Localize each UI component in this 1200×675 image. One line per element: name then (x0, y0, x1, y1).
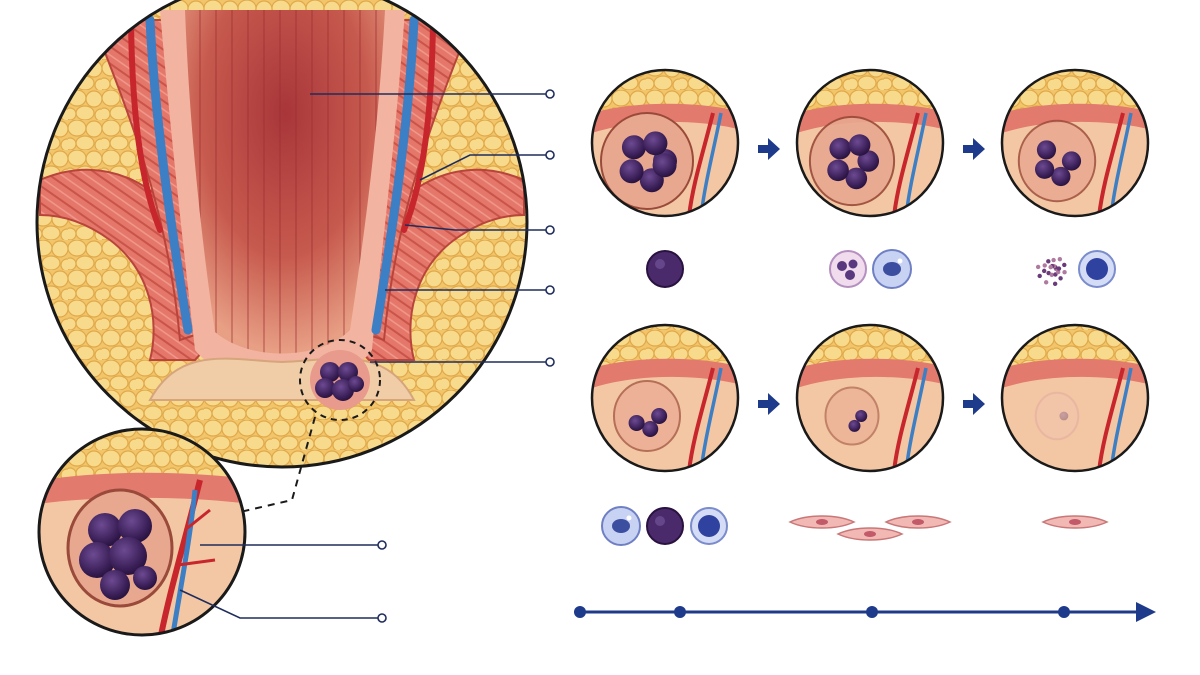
stage-lesion (810, 117, 894, 205)
fibroblast-cell (1043, 516, 1107, 528)
callout-rectal-lumen-anchor (546, 90, 554, 98)
stage-lesion (1019, 121, 1095, 201)
stage-fresh-clot (592, 70, 780, 287)
stage-phagocytosis (592, 325, 780, 545)
neutrophil-cell (830, 251, 866, 287)
stage-clot-fragment (848, 420, 860, 432)
stage-clot-fragment (829, 138, 851, 160)
thrombosed-hemorrhoid (310, 350, 370, 410)
lymphocyte-cell (1079, 251, 1115, 287)
timeline-marker (574, 606, 586, 618)
callout-blood-vessel-anchor (546, 151, 554, 159)
callout-blood-clot-anchor (378, 541, 386, 549)
stage-arrow-icon (963, 138, 985, 160)
anorectal-cross-section (30, 0, 540, 480)
callout-vein-wall-anchor (378, 614, 386, 622)
stage-cell-row (647, 251, 683, 287)
stage-clot-fragment (622, 135, 646, 159)
inset-clot (68, 490, 172, 606)
fibroblast-cell (886, 516, 950, 528)
stage-early-inflammation (797, 70, 985, 288)
stage-arrow-icon (758, 138, 780, 160)
stage-clot-fragment (629, 415, 645, 431)
stage-cell-row (790, 516, 950, 540)
clot-cell (647, 508, 683, 544)
clot-cell (647, 251, 683, 287)
anal-verge-skin (150, 359, 414, 400)
stage-arrow-icon (758, 393, 780, 415)
callout-thrombosed-hemorrhoid-anchor (546, 358, 554, 366)
macrophage-cell (602, 507, 640, 545)
stage-granulation (790, 325, 985, 540)
stage-resolution (1002, 325, 1148, 528)
stage-cell-row (1036, 251, 1115, 287)
stage-clot-fragment (855, 410, 867, 422)
stage-clot-fragment (1037, 140, 1056, 159)
stage-arrow-icon (963, 393, 985, 415)
stage-lesion (614, 381, 680, 451)
stage-clot-fragment (1035, 160, 1054, 179)
stage-lesion (826, 388, 879, 445)
stage-clot-fragment (651, 408, 667, 424)
timeline-marker (866, 606, 878, 618)
stage-cell-row (1043, 516, 1107, 528)
debris-cell (1036, 257, 1067, 286)
stage-clot-fragment (642, 421, 658, 437)
callout-vein-lining-anchor (546, 226, 554, 234)
stage-lesion (1036, 393, 1079, 440)
stage-clot-breakdown (1002, 70, 1148, 287)
stage-clot-fragment (643, 131, 667, 155)
timeline-arrowhead-icon (1136, 602, 1156, 622)
stage-clot-fragment (849, 134, 871, 156)
callout-muscle-layer-anchor (546, 286, 554, 294)
healing-timeline (574, 602, 1156, 622)
fibroblast-cell (838, 528, 902, 540)
stage-clot-fragment (1062, 151, 1081, 170)
stage-clot-fragment (620, 159, 644, 183)
stage-clot-fragment (653, 153, 677, 177)
macrophage-cell (873, 250, 911, 288)
stage-clot-fragment (827, 160, 849, 182)
lymphocyte-cell (691, 508, 727, 544)
fibroblast-cell (790, 516, 854, 528)
stage-cell-row (830, 250, 911, 288)
timeline-marker (1058, 606, 1070, 618)
stage-clot-fragment (1059, 412, 1068, 421)
stage-cell-row (602, 507, 727, 545)
timeline-marker (674, 606, 686, 618)
